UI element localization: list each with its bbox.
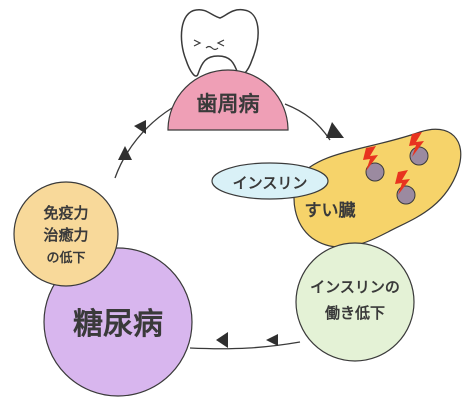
insulin-decline-line2: 働き低下 xyxy=(324,304,385,322)
node-periodontal: 歯周病 xyxy=(167,69,289,131)
immunity-line2: 治癒力 xyxy=(43,226,88,244)
immunity-line3: の低下 xyxy=(46,250,85,266)
diabetes-shape xyxy=(43,247,193,397)
node-pancreas: すい臓 xyxy=(293,128,462,248)
immunity-line1: 免疫力 xyxy=(43,204,88,222)
node-insulin: インスリン xyxy=(211,162,329,200)
pancreas-cell xyxy=(365,162,385,182)
lightning-icon xyxy=(363,132,424,195)
connector-insulin-decline-diabetes xyxy=(189,341,301,350)
node-diabetes: 糖尿病 xyxy=(43,247,193,397)
diabetes-label: 糖尿病 xyxy=(73,307,163,342)
insulin-shape xyxy=(211,162,329,200)
tooth-icon xyxy=(180,8,259,77)
arrowhead-icon xyxy=(118,146,132,160)
arrowhead-icon xyxy=(134,120,146,134)
immunity-shape xyxy=(13,181,119,287)
periodontal-shape xyxy=(167,69,289,131)
arrowhead-icon xyxy=(326,122,344,138)
periodontal-label: 歯周病 xyxy=(197,92,260,116)
pancreas-cell xyxy=(396,185,416,205)
arrowhead-icon xyxy=(266,334,278,346)
insulin-label: インスリン xyxy=(233,174,308,192)
node-insulin-decline: インスリンの 働き低下 xyxy=(295,242,415,362)
insulin-decline-shape xyxy=(295,242,415,362)
node-immunity: 免疫力 治癒力 の低下 xyxy=(13,181,119,287)
insulin-decline-line1: インスリンの xyxy=(310,278,400,296)
connector-immunity-periodontal xyxy=(114,107,173,179)
pancreas-label: すい臓 xyxy=(305,201,356,221)
connector-periodontal-pancreas xyxy=(284,103,331,141)
arrowhead-icon xyxy=(216,332,228,348)
